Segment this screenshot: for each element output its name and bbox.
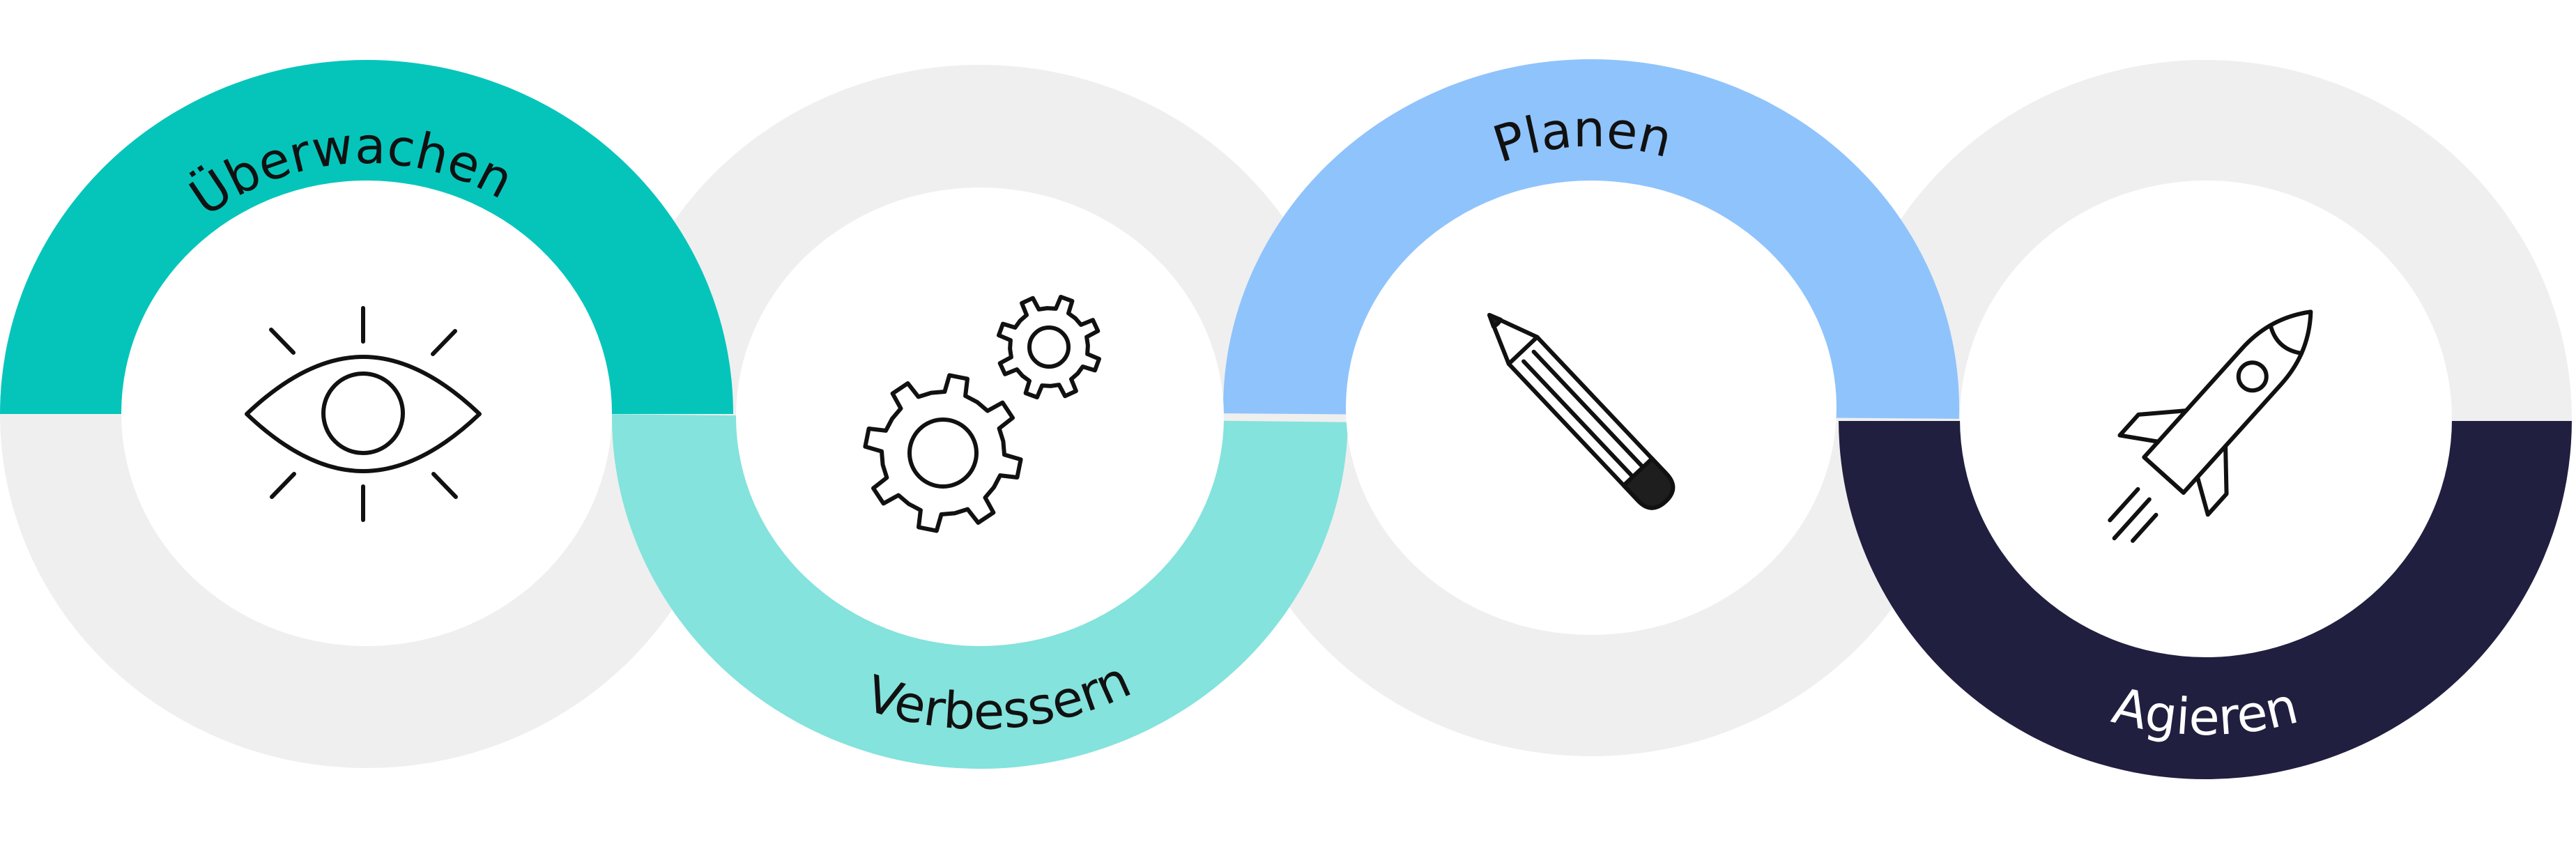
- ring-2-center: [736, 187, 1224, 646]
- pencil-icon: [1487, 313, 1676, 510]
- ring-1-center: [121, 181, 612, 646]
- ring-4-center: [1960, 181, 2452, 657]
- gear-small-icon: [997, 295, 1101, 399]
- ring-4-segment-agieren: [1839, 421, 2572, 779]
- ring-3-center: [1346, 181, 1837, 635]
- rocket-icon: [2108, 309, 2313, 543]
- gear-large-icon: [863, 373, 1023, 533]
- eye-icon: [245, 306, 482, 522]
- gears-icon: [863, 295, 1101, 533]
